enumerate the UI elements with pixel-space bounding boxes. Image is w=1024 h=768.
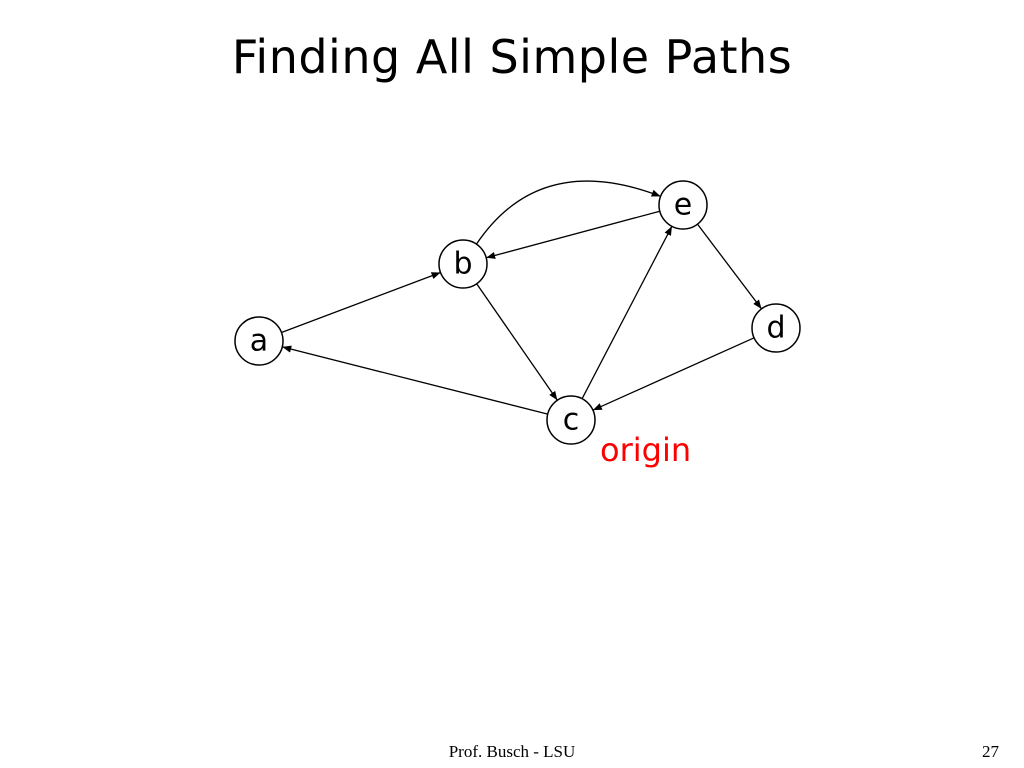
page-number: 27 [982, 742, 999, 761]
edge-b-to-e [475, 180, 661, 245]
nodes-layer: a b c d e [234, 180, 801, 445]
node-a-circle [234, 316, 284, 366]
edge-c-to-e [581, 225, 673, 400]
slide-title: Finding All Simple Paths [231, 30, 793, 84]
edge-c-to-a [282, 345, 548, 415]
node-b-label: b [453, 247, 472, 282]
node-a: a [234, 316, 284, 366]
node-d-circle [751, 303, 801, 353]
node-a-label: a [250, 324, 268, 359]
edge-e-to-b [486, 210, 660, 259]
edges-layer [281, 180, 763, 415]
node-b-circle [438, 239, 488, 289]
edge-b-to-c [476, 283, 558, 401]
edge-e-to-d [696, 223, 763, 310]
node-b: b [438, 239, 488, 289]
node-d-label: d [766, 311, 785, 346]
node-c: c [546, 395, 596, 445]
edge-d-to-c [592, 337, 755, 411]
node-e: e [658, 180, 708, 230]
origin-label: origin [600, 431, 691, 469]
node-d: d [751, 303, 801, 353]
edge-a-to-b [281, 271, 441, 334]
node-e-circle [658, 180, 708, 230]
node-c-circle [546, 395, 596, 445]
footer-text: Prof. Busch - LSU [448, 742, 576, 761]
node-e-label: e [674, 188, 692, 223]
node-c-label: c [563, 403, 580, 438]
